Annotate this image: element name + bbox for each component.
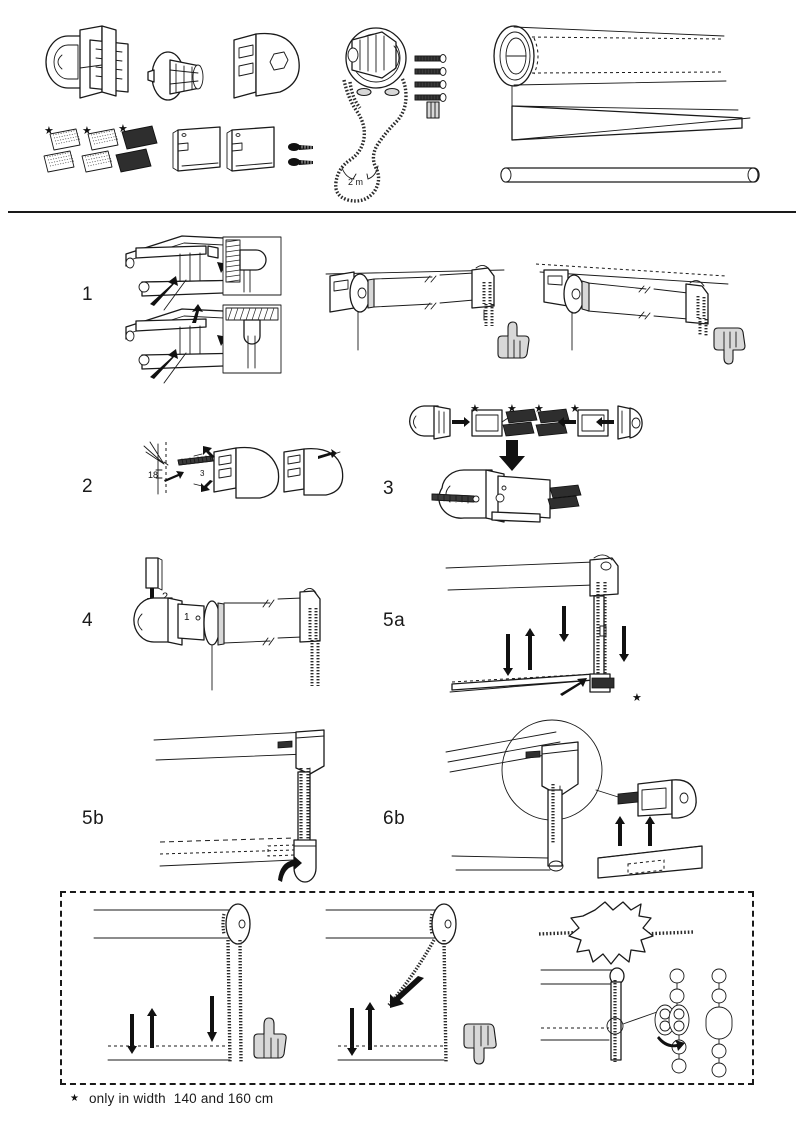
step-2-bracket-fix-diagram: 3 (193, 446, 280, 499)
star-marker-pad-3: ★ (118, 123, 128, 135)
step-2-label: 2 (82, 476, 94, 497)
adhesive-pad-pair-light-icon (43, 125, 158, 173)
chain-length-label: 2 m (348, 177, 364, 187)
step-2-drill-diagram: 18 (143, 441, 214, 495)
step-1-label: 1 (82, 284, 94, 305)
footnote: ★ only in width 140 and 160 cm (70, 1091, 273, 1106)
star-marker-step3-right-2: ★ (570, 403, 580, 415)
svg-text:18: 18 (148, 470, 158, 480)
star-marker-step3-left: ★ (470, 403, 480, 415)
side-mounting-bracket-icon (233, 32, 300, 99)
footnote-star-icon: ★ (70, 1092, 79, 1104)
step-3-left-assembly-diagram (409, 405, 538, 440)
step-5a-label: 5a (383, 610, 406, 631)
step-4-insert-diagram: 1 (133, 588, 321, 691)
long-screw-icon (414, 54, 447, 102)
star-marker-pad-2: ★ (82, 125, 92, 137)
small-screw-icon (288, 143, 313, 166)
section-divider (8, 211, 796, 213)
bead-chain-icon (334, 77, 408, 203)
rolled-blind-fabric-icon (493, 25, 760, 183)
step-6b-label: 6b (383, 808, 406, 829)
safety-warning-box (60, 891, 754, 1085)
step-1-wall-detail-inset (222, 236, 282, 296)
step-1-correct-install-diagram (325, 265, 530, 359)
star-marker-step3-right: ★ (534, 403, 544, 415)
step-2-bracket-fixed-diagram (283, 448, 344, 496)
svg-text:3: 3 (200, 469, 205, 478)
mounting-plate-left-icon (172, 126, 275, 172)
safety-incorrect-chain-diagram (325, 903, 497, 1065)
step-4-label: 4 (82, 610, 94, 631)
parts-overview: 2 m (0, 0, 802, 215)
step-3-right-assembly-diagram (535, 405, 643, 440)
wall-plug-icon (426, 101, 440, 119)
star-marker-step3-left-2: ★ (507, 403, 517, 415)
end-pin-plug-icon (147, 51, 204, 101)
safety-chain-connector-diagram (538, 901, 733, 1078)
step-3-label: 3 (383, 478, 395, 499)
star-marker-pad-1: ★ (44, 125, 54, 137)
step-5b-rail-hook-diagram (153, 729, 325, 883)
step-3-down-arrow-icon (499, 440, 525, 471)
svg-text:1: 1 (184, 612, 190, 623)
chain-mechanism-bracket-icon (45, 25, 129, 99)
step-1-ceiling-detail-inset (222, 304, 282, 374)
chain-drive-unit-icon (345, 27, 407, 97)
step-6b-endcap-diagram (445, 719, 703, 879)
step-5b-label: 5b (82, 808, 105, 829)
safety-correct-chain-diagram (93, 903, 287, 1063)
step-3-result-diagram (431, 469, 582, 523)
star-marker-step5a: ★ (632, 692, 642, 704)
step-1-incorrect-install-diagram (535, 263, 746, 365)
svg-text:2: 2 (162, 591, 168, 603)
step-5a-operate-diagram (445, 554, 629, 696)
footnote-text: only in width 140 and 160 cm (88, 1091, 274, 1106)
